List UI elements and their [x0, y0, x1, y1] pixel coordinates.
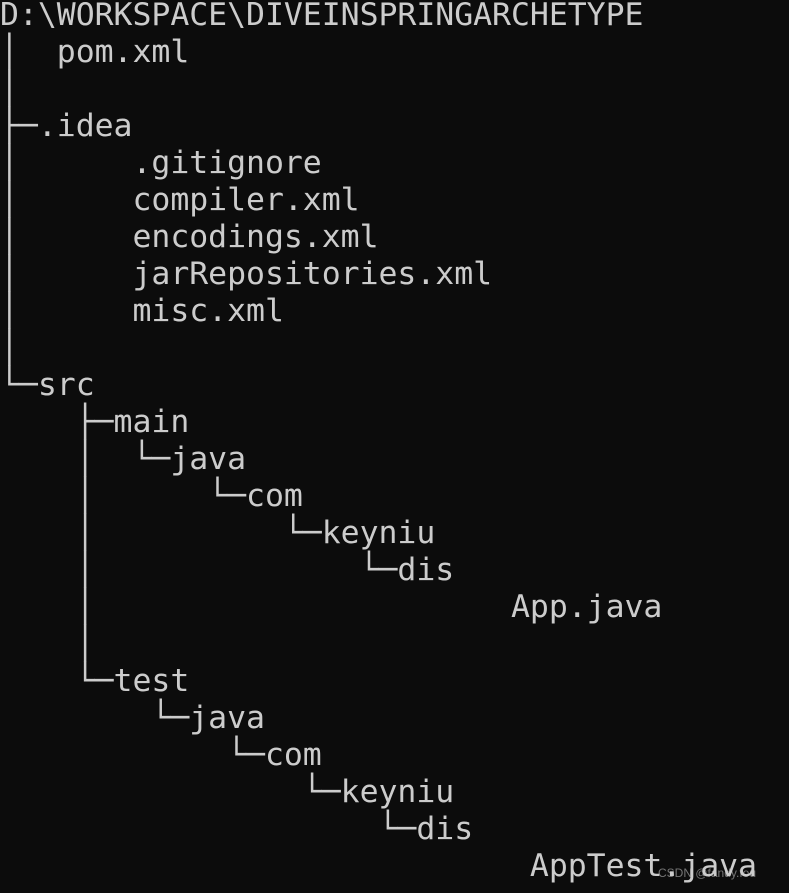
terminal-line-pom-xml: │ pom.xml [0, 34, 190, 70]
terminal-line-test-com-dir: └─com [0, 737, 322, 773]
csdn-watermark: CSDN @fandy.fou [658, 866, 756, 880]
terminal-line-app-java: │ App.java [0, 589, 663, 625]
terminal-line-src-dir: └─src [0, 367, 95, 403]
terminal-line-gitignore: │ .gitignore [0, 145, 322, 181]
terminal-line-idea-dir: ├─.idea [0, 108, 133, 144]
terminal-line-main-java-dir: │ └─java [0, 441, 247, 477]
terminal-line-test-keyniu-dir: └─keyniu [0, 774, 455, 810]
terminal-line-connector: │ [0, 330, 19, 366]
terminal-line-connector: │ [0, 71, 19, 107]
terminal-line-main-dis-dir: │ └─dis [0, 552, 455, 588]
terminal-line-encodings-xml: │ encodings.xml [0, 219, 379, 255]
terminal-line-apptest-java: AppTest.java [0, 848, 757, 884]
terminal-line-test-dir: └─test [0, 663, 190, 699]
terminal-line-compiler-xml: │ compiler.xml [0, 182, 360, 218]
terminal-line-test-dis-dir: └─dis [0, 811, 474, 847]
terminal-line-test-java-dir: └─java [0, 700, 265, 736]
terminal-line-misc-xml: │ misc.xml [0, 293, 284, 329]
terminal-line-root-path: D:\WORKSPACE\DIVEINSPRINGARCHETYPE [0, 0, 644, 33]
terminal-line-jar-repos-xml: │ jarRepositories.xml [0, 256, 493, 292]
terminal-line-main-keyniu-dir: │ └─keyniu [0, 515, 436, 551]
terminal-line-main-com-dir: │ └─com [0, 478, 303, 514]
terminal-line-main-dir: ├─main [0, 404, 190, 440]
terminal-line-connector: │ [0, 626, 95, 662]
